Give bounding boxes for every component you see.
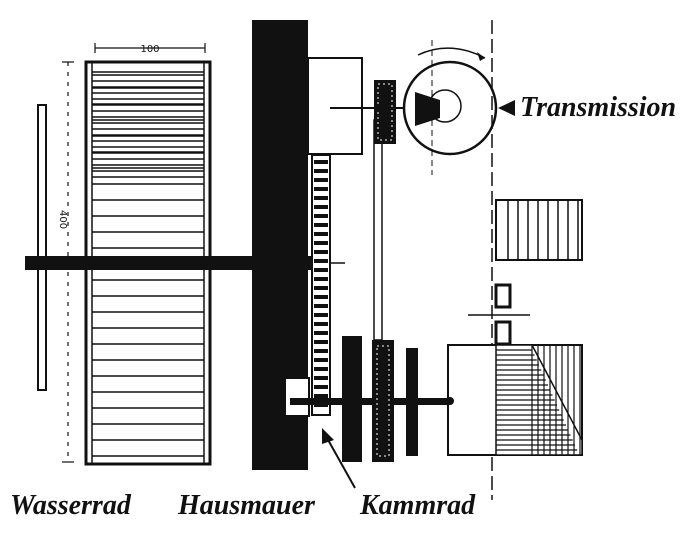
kammrad-label: Kammrad — [360, 490, 476, 521]
main-shaft — [25, 256, 315, 270]
vertical-gear-rack — [311, 154, 331, 416]
bearing-post-left — [37, 104, 47, 391]
upper-right-block — [495, 199, 583, 261]
transmission-label: Transmission — [520, 92, 677, 123]
width-dimension — [94, 43, 206, 53]
bracket — [468, 283, 530, 346]
vertical-shaft — [373, 119, 383, 341]
upper-housing — [307, 57, 363, 155]
transmission-pulley — [402, 40, 498, 175]
kammrad-arrow — [322, 428, 356, 489]
transmission-arrow — [498, 100, 515, 116]
width-dimension-label: 100 — [140, 44, 159, 55]
height-dimension-label: 400 — [57, 210, 68, 229]
hausmauer-label: Hausmauer — [178, 490, 315, 521]
crown-wheel — [342, 336, 418, 462]
lower-right-block — [447, 344, 583, 456]
lower-housing — [284, 377, 310, 417]
lower-shaft — [290, 398, 450, 405]
wasserrad-label: Wasserrad — [10, 490, 131, 521]
